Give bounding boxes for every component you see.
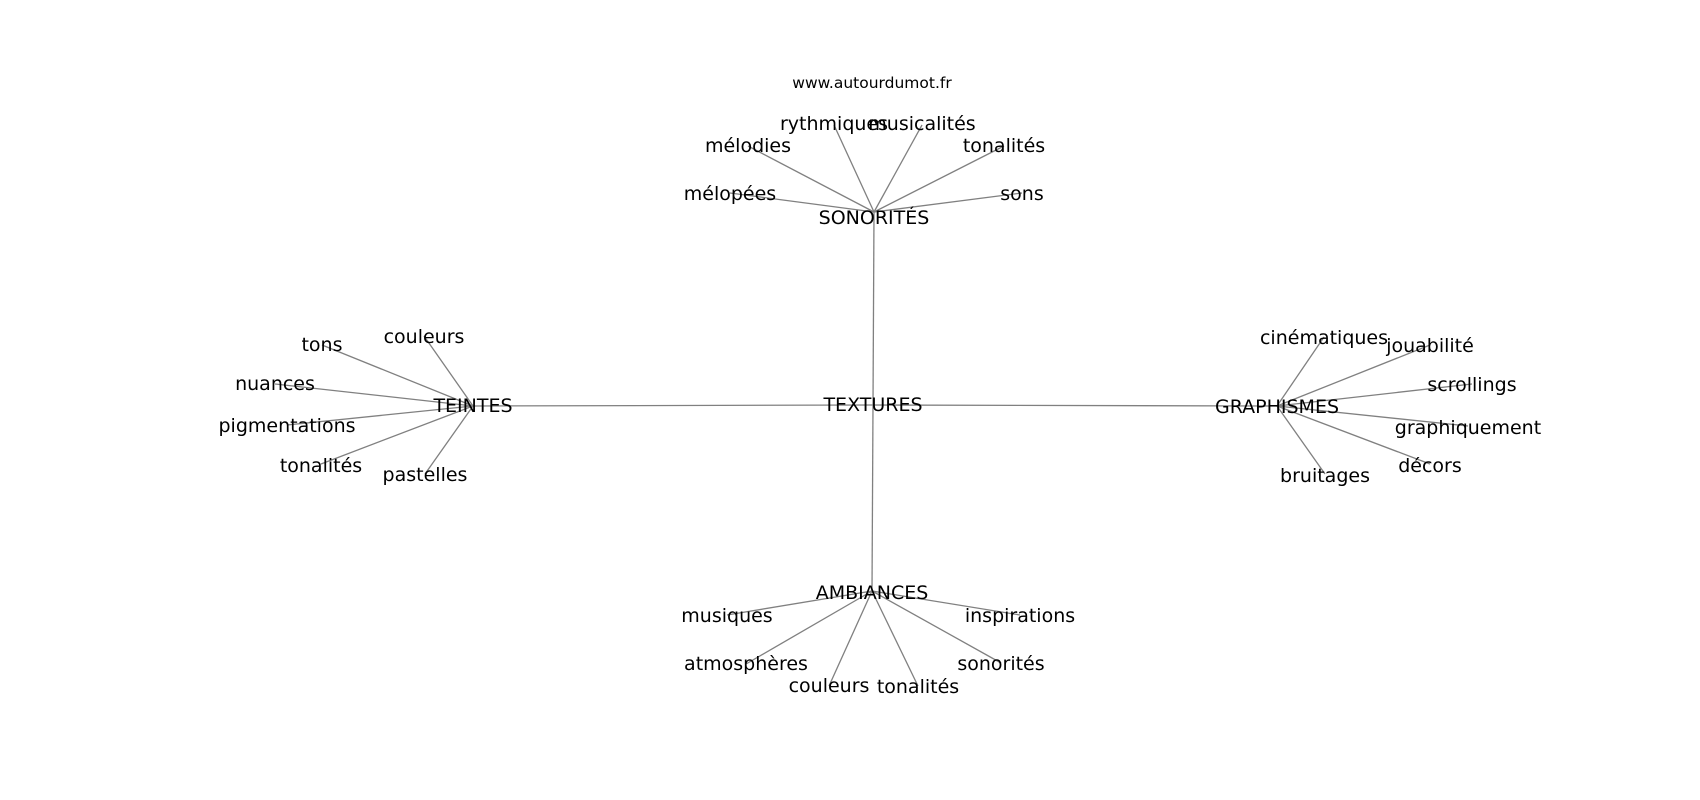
edge-branch-0-leaf-4: [873, 145, 1005, 213]
edge-branch-3-leaf-2: [828, 590, 873, 687]
leaf-node: graphiquement: [1395, 417, 1541, 439]
leaf-node: couleurs: [789, 675, 870, 697]
edge-branch-3-leaf-1: [745, 590, 873, 665]
edge-branch-1-leaf-5: [424, 405, 474, 475]
edge-branch-2-leaf-3: [1276, 405, 1469, 427]
leaf-node: atmosphères: [684, 653, 808, 675]
edge-center-branch-3: [871, 404, 874, 592]
edges-layer: [274, 124, 1473, 687]
leaf-node: tons: [301, 334, 342, 356]
branch-node: GRAPHISMES: [1215, 396, 1339, 418]
edge-center-branch-2: [872, 404, 1278, 407]
edge-center-branch-1: [472, 404, 874, 407]
leaf-node: scrollings: [1427, 374, 1516, 396]
edge-branch-3-leaf-0: [726, 590, 873, 616]
leaf-node: nuances: [235, 373, 315, 395]
leaf-node: musicalités: [868, 113, 975, 135]
edge-branch-2-leaf-1: [1276, 344, 1431, 407]
edge-branch-2-leaf-0: [1276, 336, 1325, 407]
leaf-node: sons: [1000, 183, 1043, 205]
edge-center-branch-0: [872, 211, 875, 406]
leaf-node: cinématiques: [1260, 327, 1388, 349]
edge-branch-1-leaf-0: [321, 344, 474, 407]
leaf-node: pastelles: [383, 464, 468, 486]
leaf-node: mélopées: [684, 183, 776, 205]
edge-branch-0-leaf-1: [747, 145, 875, 213]
leaf-node: mélodies: [705, 135, 791, 157]
leaf-node: musiques: [681, 605, 772, 627]
edge-branch-1-leaf-3: [286, 405, 474, 426]
branch-node: TEINTES: [432, 395, 512, 417]
leaf-node: couleurs: [384, 326, 465, 348]
leaf-node: inspirations: [965, 605, 1075, 627]
branch-node: SONORITÉS: [819, 206, 930, 229]
leaf-node: tonalités: [963, 135, 1045, 157]
edge-branch-3-leaf-5: [871, 590, 1021, 616]
edge-branch-1-leaf-4: [320, 405, 474, 465]
leaf-node: sonorités: [957, 653, 1044, 675]
leaf-node: jouabilité: [1385, 335, 1474, 357]
labels-layer: www.autourdumot.fr TEXTURES SONORITÉS mél…: [218, 74, 1541, 698]
leaf-node: rythmiques: [780, 113, 888, 135]
leaf-node: tonalités: [877, 676, 959, 698]
edge-branch-0-leaf-0: [729, 192, 875, 213]
edge-branch-1-leaf-1: [423, 335, 474, 407]
site-url[interactable]: www.autourdumot.fr: [792, 74, 952, 92]
leaf-node: tonalités: [280, 455, 362, 477]
leaf-node: pigmentations: [218, 415, 355, 437]
edge-branch-2-leaf-5: [1276, 405, 1326, 475]
edge-branch-3-leaf-4: [871, 590, 1002, 664]
edge-branch-1-leaf-2: [274, 383, 474, 407]
leaf-node: bruitages: [1280, 465, 1370, 487]
branch-node: AMBIANCES: [816, 582, 929, 604]
edge-branch-2-leaf-4: [1276, 405, 1431, 465]
edge-branch-0-leaf-3: [873, 124, 923, 213]
edge-branch-3-leaf-3: [871, 590, 919, 687]
center-node: TEXTURES: [822, 394, 922, 416]
edge-branch-0-leaf-2: [833, 124, 875, 213]
edge-branch-0-leaf-5: [873, 192, 1023, 213]
edge-branch-2-leaf-2: [1276, 383, 1473, 407]
leaf-node: décors: [1398, 455, 1462, 477]
